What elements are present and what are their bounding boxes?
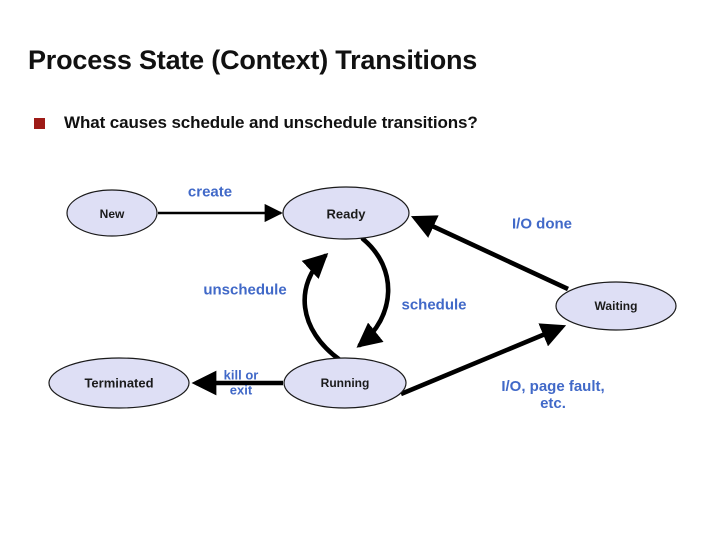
- edge-label-io-page-fault: I/O, page fault, etc.: [501, 378, 605, 412]
- edge-label-schedule: schedule: [401, 296, 467, 314]
- edge-schedule: [356, 236, 391, 348]
- node-ready[interactable]: [282, 186, 410, 240]
- node-new[interactable]: [66, 189, 158, 237]
- edge-label-unschedule: unschedule: [203, 281, 287, 299]
- page-title: Process State (Context) Transitions: [28, 45, 478, 75]
- node-waiting[interactable]: [555, 281, 677, 331]
- edge-label-create: create: [187, 183, 233, 201]
- bullet-item: What causes schedule and unschedule tran…: [34, 113, 478, 133]
- edge-unschedule: [301, 252, 343, 363]
- edge-io-page-fault: [400, 323, 567, 397]
- edge-io-done: [410, 215, 569, 292]
- node-terminated[interactable]: [48, 357, 190, 409]
- bullet-item-label: What causes schedule and unschedule tran…: [64, 113, 478, 132]
- edge-label-kill-exit: kill or exit: [223, 367, 259, 397]
- edge-label-io-done: I/O done: [512, 215, 572, 233]
- node-running[interactable]: [283, 357, 407, 409]
- square-bullet-icon: [34, 117, 45, 129]
